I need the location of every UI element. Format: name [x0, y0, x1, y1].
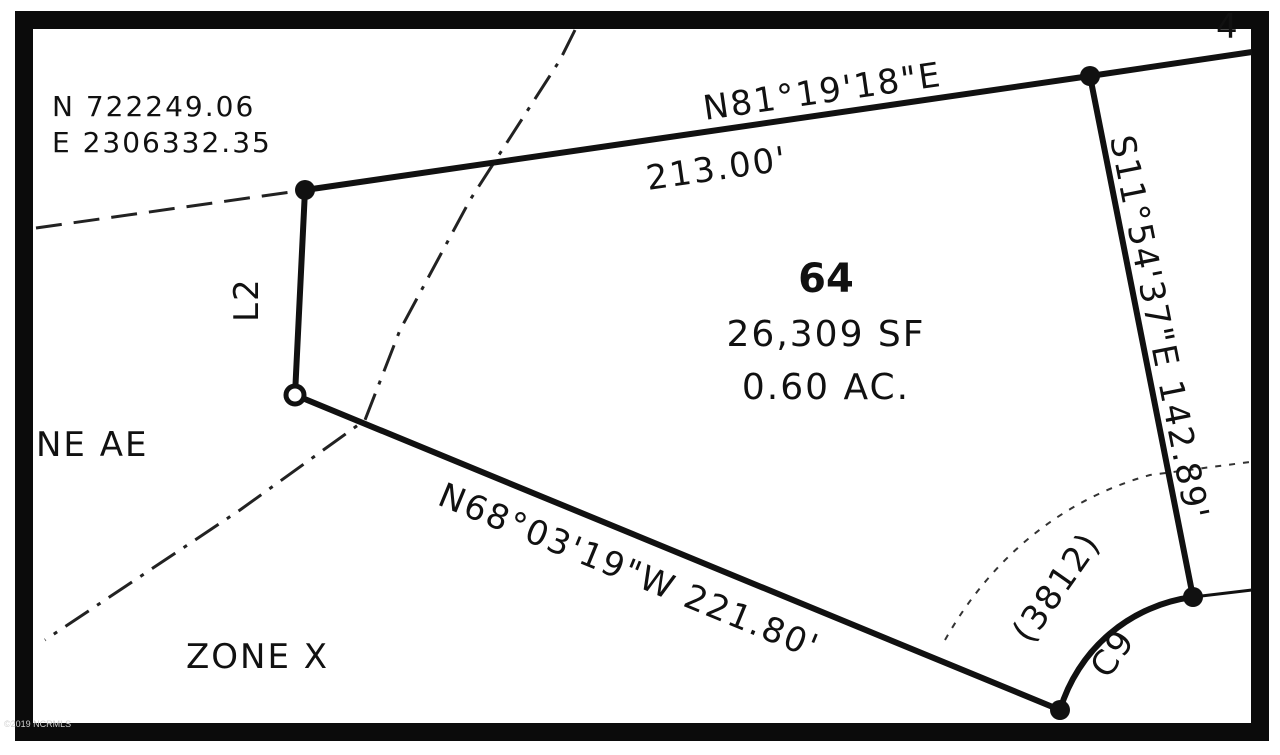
east-line-thin	[1089, 75, 1194, 598]
flood-zone-left-label: NE AE	[36, 425, 148, 465]
copyright-watermark: ©2019 NCRMLS	[4, 719, 71, 729]
corner-marker-ne	[1080, 66, 1100, 86]
lot-number: 64	[798, 256, 854, 302]
map-frame	[15, 11, 1269, 741]
zone-boundary-line	[35, 188, 306, 230]
lot-area-ac: 0.60 AC.	[742, 367, 910, 408]
zone-x-label: ZONE X	[186, 637, 329, 677]
easting-coordinate: E 2306332.35	[52, 126, 272, 159]
flood-zone-boundary-line	[44, 29, 577, 642]
northing-coordinate: N 722249.06	[52, 90, 255, 123]
adjacent-lot-line	[1089, 49, 1253, 79]
corner-marker-sw	[283, 383, 307, 407]
corner-marker-se	[1183, 587, 1203, 607]
corner-marker-nw	[295, 180, 315, 200]
corner-fragment-label: 4	[1216, 7, 1240, 47]
west-line-label: L2	[227, 277, 267, 322]
corner-marker-s	[1050, 700, 1070, 720]
lot-boundary	[292, 73, 1196, 713]
curve-offset-line	[944, 461, 1251, 641]
lot-area-sf: 26,309 SF	[727, 314, 926, 355]
